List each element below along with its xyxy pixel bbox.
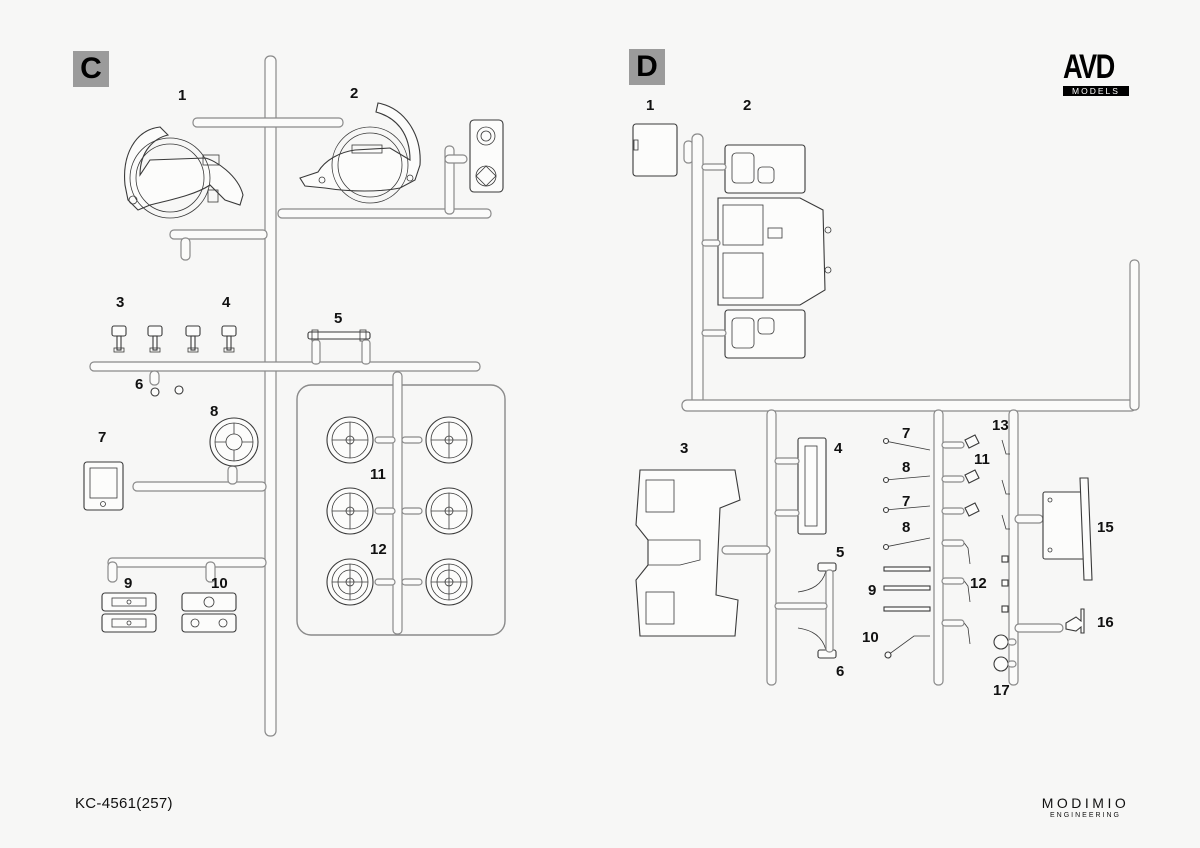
label-d2: 2 xyxy=(743,97,751,114)
maker-sub: ENGINEERING xyxy=(1049,812,1121,819)
label-c11: 11 xyxy=(370,466,386,483)
label-d8a: 8 xyxy=(902,459,910,476)
kit-code: KC-4561(257) xyxy=(75,795,173,812)
label-c2: 2 xyxy=(350,85,358,102)
label-c4: 4 xyxy=(222,294,231,311)
part-d13 xyxy=(1001,439,1010,613)
part-c10 xyxy=(181,592,237,633)
part-c-plate xyxy=(469,119,504,193)
label-d3: 3 xyxy=(680,440,688,457)
label-c6: 6 xyxy=(135,376,143,393)
label-c8: 8 xyxy=(210,403,218,420)
sprue-c-labels: 1 2 3 4 5 6 7 8 9 10 11 12 xyxy=(98,85,387,592)
label-d15: 15 xyxy=(1097,519,1114,536)
label-d12: 12 xyxy=(970,575,987,592)
label-d7b: 7 xyxy=(902,493,910,510)
label-d11: 11 xyxy=(974,451,990,468)
label-c10: 10 xyxy=(211,575,228,592)
label-c7: 7 xyxy=(98,429,106,446)
part-c2 xyxy=(299,102,421,204)
part-d1 xyxy=(632,123,678,177)
part-c9 xyxy=(101,592,157,633)
part-d15 xyxy=(1042,477,1093,581)
maker-logo: MODIMIO ENGINEERING xyxy=(1038,795,1133,819)
part-c8 xyxy=(209,417,259,467)
part-d16 xyxy=(1065,608,1085,634)
label-c3: 3 xyxy=(116,294,124,311)
label-d16: 16 xyxy=(1097,614,1114,631)
label-c1: 1 xyxy=(178,87,186,104)
avd-models-logo: AVD MODELS xyxy=(1063,49,1129,99)
label-d9: 9 xyxy=(868,582,876,599)
section-c-badge: C xyxy=(73,51,109,87)
label-d6: 6 xyxy=(836,663,844,680)
sprue-d-frame xyxy=(681,133,1140,686)
label-c12: 12 xyxy=(370,541,387,558)
part-c5 xyxy=(307,329,371,365)
part-c1 xyxy=(124,126,244,219)
brand-sub-text: MODELS xyxy=(1063,86,1129,96)
parts-d5-d6 xyxy=(774,562,837,659)
part-d4 xyxy=(774,437,827,535)
label-c9: 9 xyxy=(124,575,132,592)
section-d-badge: D xyxy=(629,49,665,85)
part-c7 xyxy=(83,461,124,511)
label-d4: 4 xyxy=(834,440,843,457)
part-d3 xyxy=(635,469,741,637)
label-d5: 5 xyxy=(836,544,844,561)
label-d8b: 8 xyxy=(902,519,910,536)
label-c5: 5 xyxy=(334,310,342,327)
label-d10: 10 xyxy=(862,629,879,646)
parts-c3-c4 xyxy=(111,325,237,353)
sprue-c-frame xyxy=(89,55,506,737)
parts-c11-c12-wheels xyxy=(326,416,473,606)
sprue-d-labels: 1 2 3 4 5 6 7 8 7 8 9 10 11 12 13 15 16 … xyxy=(646,97,1114,699)
label-d17: 17 xyxy=(993,682,1010,699)
part-c6 xyxy=(150,385,184,397)
part-d17 xyxy=(993,634,1017,672)
part-d2 xyxy=(701,144,832,359)
label-d13: 13 xyxy=(992,417,1009,434)
parts-d7-d12-levers xyxy=(882,434,980,659)
label-d7a: 7 xyxy=(902,425,910,442)
label-d1: 1 xyxy=(646,97,654,114)
maker-name: MODIMIO xyxy=(1041,795,1130,811)
brand-logo-text: AVD xyxy=(1063,48,1115,86)
